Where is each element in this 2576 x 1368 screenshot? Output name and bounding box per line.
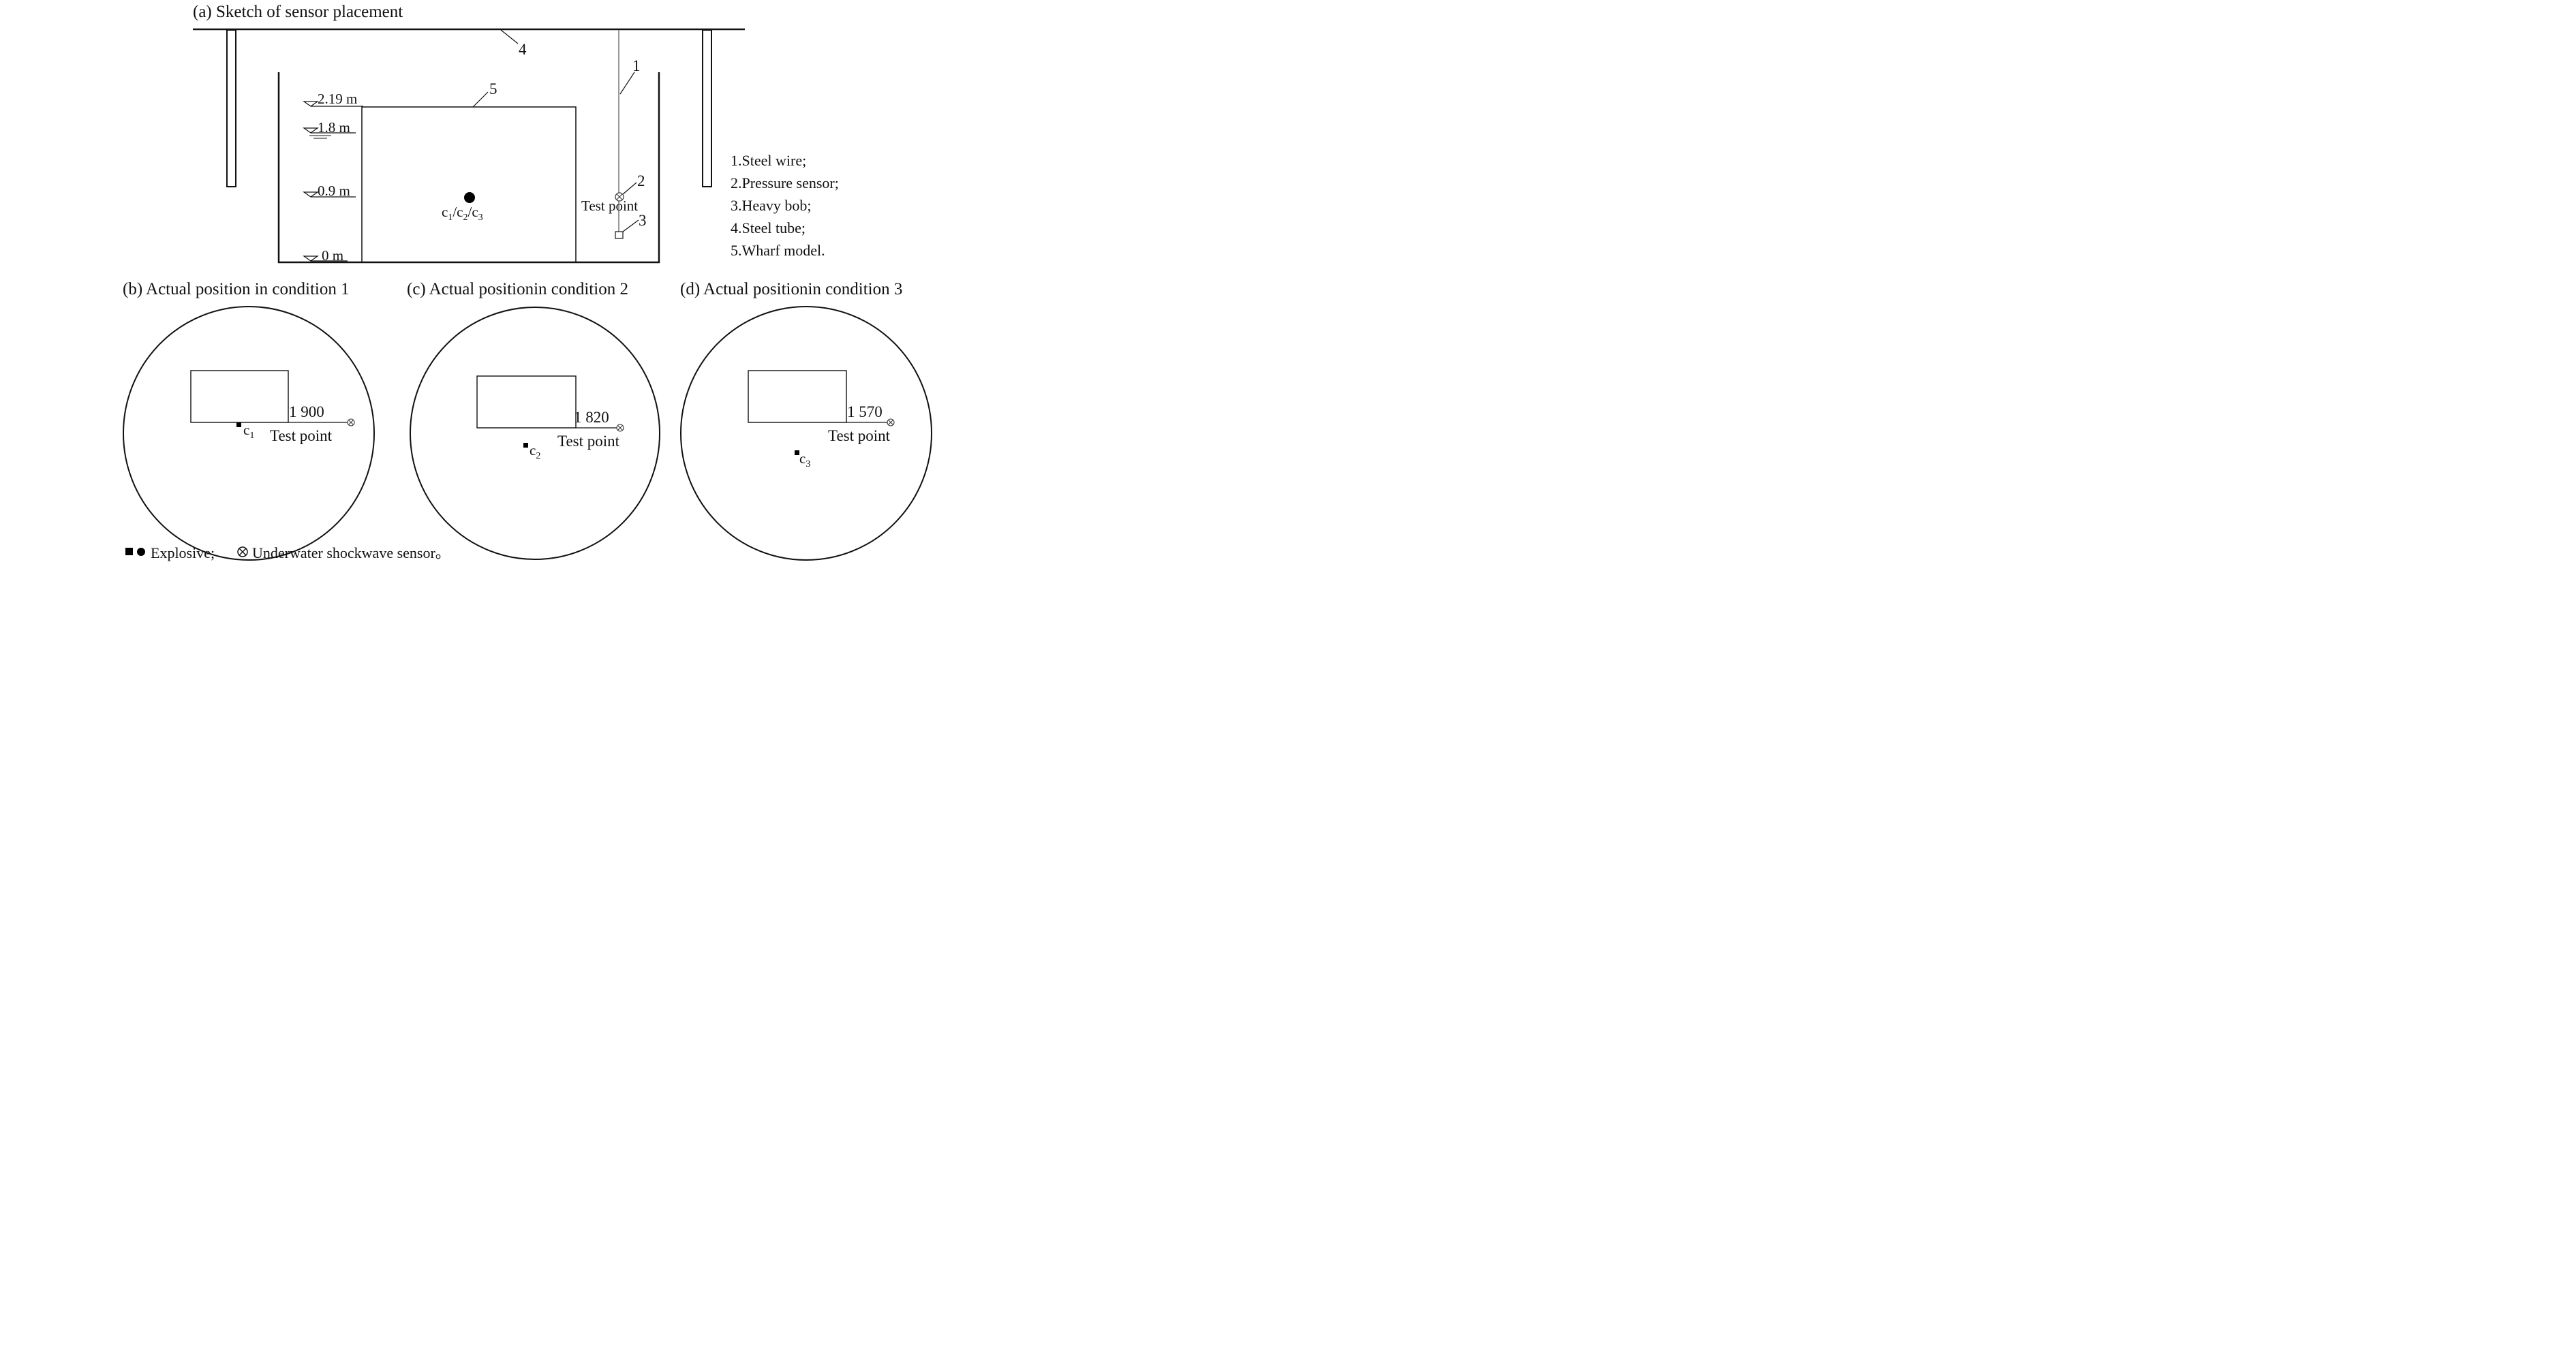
pressure-sensor-icon [615, 192, 624, 202]
footer-sensor-label: Underwater shockwave sensor。 [252, 544, 450, 561]
callout-2-leader [622, 182, 637, 195]
legend-item-pressure-sensor: 2.Pressure sensor; [731, 174, 839, 191]
wharf-outline-b [190, 370, 289, 423]
legend-item-wharf-model: 5.Wharf model. [731, 242, 825, 259]
callout-2: 2 [637, 172, 645, 189]
explosive-dot-icon [137, 548, 145, 556]
steel-tube-left [226, 29, 236, 187]
wharf-outline-c [476, 375, 577, 429]
panel-b-caption: (b) Actual position in condition 1 [123, 280, 350, 298]
wharf-outline-d [748, 370, 847, 423]
explosive-charge-b [236, 422, 241, 427]
shockwave-sensor-icon-b [347, 418, 355, 426]
footer-legend: Explosive; Underwater shockwave sensor。 [125, 544, 450, 561]
charge-label-c: c2 [530, 442, 540, 461]
level-marker-18: 1.8 m [303, 119, 356, 139]
shockwave-sensor-icon-c [616, 424, 624, 432]
footer-explosive-label: Explosive; [151, 544, 215, 561]
steel-tube-right [702, 29, 712, 187]
charge-label-a: c1/c2/c3 [442, 204, 483, 223]
level-marker-09: 0.9 m [303, 183, 356, 199]
panel-a-test-point: Test point [581, 198, 638, 214]
callout-1-leader [619, 72, 635, 95]
svg-text:0 m: 0 m [322, 247, 343, 264]
test-point-label-c: Test point [557, 433, 620, 450]
charge-label-b: c1 [243, 422, 254, 441]
level-marker-219: 2.19 m [303, 91, 363, 107]
panel-a-legend: 1.Steel wire; 2.Pressure sensor; 3.Heavy… [731, 152, 839, 259]
explosive-charge-a [464, 192, 475, 203]
callout-1: 1 [632, 57, 641, 74]
test-point-label-d: Test point [828, 427, 891, 444]
pool-outline-c [410, 307, 660, 560]
pool-outline-d [680, 306, 932, 561]
callout-3-leader [622, 219, 639, 232]
sensor-placement-diagram: (a) Sketch of sensor placement 4 5 1 2 T… [123, 3, 932, 561]
legend-item-heavy-bob: 3.Heavy bob; [731, 197, 812, 214]
distance-label-b: 1 900 [289, 403, 324, 420]
callout-5: 5 [489, 80, 497, 97]
panel-a-caption: (a) Sketch of sensor placement [193, 3, 403, 21]
explosive-charge-d [795, 450, 799, 455]
svg-text:1.8 m: 1.8 m [318, 119, 350, 136]
explosive-square-icon [125, 548, 133, 555]
callout-5-leader [472, 91, 489, 108]
shockwave-sensor-icon-d [887, 418, 895, 426]
panel-d-caption: (d) Actual positionin condition 3 [680, 280, 902, 298]
level-marker-0: 0 m [303, 247, 348, 264]
legend-item-steel-tube: 4.Steel tube; [731, 219, 806, 236]
distance-label-c: 1 820 [574, 409, 609, 426]
explosive-charge-c [523, 443, 528, 448]
pool-outline-b [123, 306, 375, 561]
callout-4: 4 [519, 41, 527, 58]
legend-item-steel-wire: 1.Steel wire; [731, 152, 806, 169]
svg-text:0.9 m: 0.9 m [318, 183, 350, 199]
charge-label-d: c3 [799, 450, 810, 469]
callout-3: 3 [639, 212, 647, 229]
test-point-label-b: Test point [270, 427, 333, 444]
distance-label-d: 1 570 [847, 403, 883, 420]
heavy-bob [615, 231, 624, 239]
shockwave-sensor-icon [237, 546, 248, 557]
wharf-model [361, 106, 577, 263]
panel-c-caption: (c) Actual positionin condition 2 [407, 280, 628, 298]
svg-text:2.19 m: 2.19 m [318, 91, 357, 107]
callout-4-leader [500, 29, 519, 44]
